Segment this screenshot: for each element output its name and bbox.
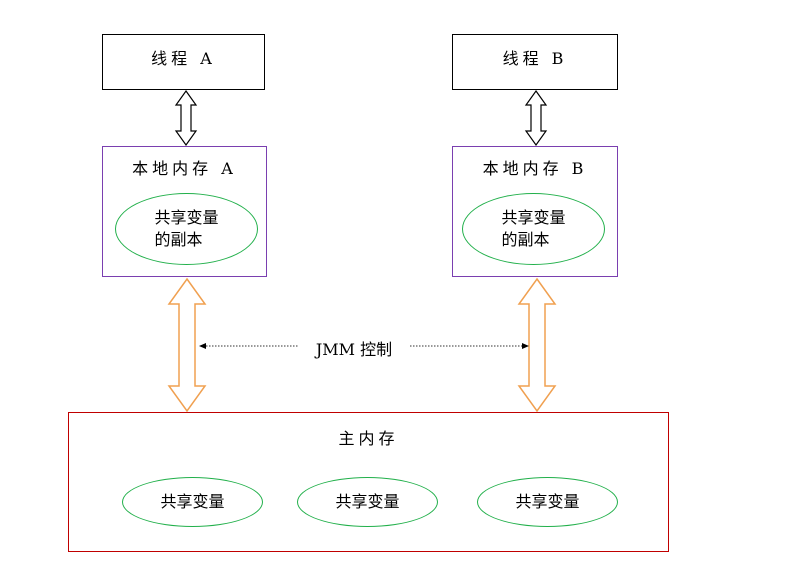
main-memory-box: 主内存 共享变量 共享变量 共享变量 (68, 412, 669, 552)
thread-b-local-arrow (524, 89, 548, 147)
local-memory-a-label: 本地内存 A (132, 159, 237, 178)
main-shared-variable-1: 共享变量 (122, 477, 263, 527)
thread-a-box: 线程 A (102, 34, 265, 90)
thread-a-label: 线程 A (151, 49, 216, 68)
local-memory-a-box: 本地内存 A 共享变量 的副本 (102, 146, 267, 277)
local-b-variable-copy-text: 共享变量 的副本 (501, 208, 566, 249)
main-shared-variable-1-text: 共享变量 (160, 492, 225, 511)
main-shared-variable-3: 共享变量 (477, 477, 618, 527)
jmm-arrowhead-right (522, 343, 529, 349)
local-b-variable-copy: 共享变量 的副本 (462, 193, 605, 265)
local-a-variable-copy: 共享变量 的副本 (115, 193, 258, 265)
jmm-arrowhead-left (199, 343, 206, 349)
main-shared-variable-3-text: 共享变量 (515, 492, 580, 511)
thread-b-box: 线程 B (452, 34, 618, 90)
local-b-main-arrow (517, 277, 557, 413)
main-memory-label: 主内存 (338, 429, 399, 448)
local-a-variable-copy-text: 共享变量 的副本 (154, 208, 219, 249)
jmm-control-label: JMM 控制 (300, 336, 408, 360)
local-memory-b-box: 本地内存 B 共享变量 的副本 (452, 146, 618, 277)
thread-b-label: 线程 B (502, 49, 568, 68)
local-a-main-arrow (167, 277, 207, 413)
main-shared-variable-2-text: 共享变量 (335, 492, 400, 511)
thread-a-local-arrow (174, 89, 198, 147)
main-shared-variable-2: 共享变量 (297, 477, 438, 527)
local-memory-b-label: 本地内存 B (482, 159, 588, 178)
